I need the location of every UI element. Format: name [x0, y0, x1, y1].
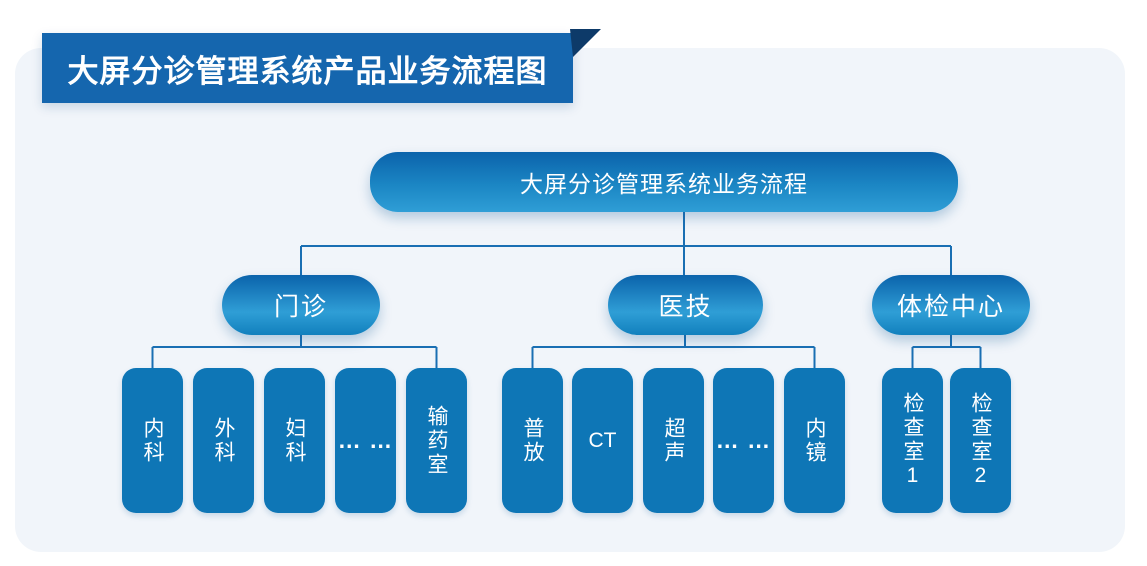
banner-fold-ribbon	[570, 29, 601, 57]
branch-node-checkup-center: 体检中心	[872, 275, 1030, 335]
leaf-node: 检查室2	[950, 368, 1011, 513]
branch-node-label: 体检中心	[896, 293, 1005, 321]
leaf-node-label: 普放	[521, 416, 544, 465]
leaf-node-label: 检查室1	[901, 391, 924, 490]
leaf-node-ellipsis: … …	[713, 368, 774, 513]
leaf-node-label: 外科	[212, 416, 235, 465]
branch-node-outpatient: 门诊	[222, 275, 380, 335]
leaf-node-label: … …	[715, 427, 772, 453]
leaf-node: 普放	[502, 368, 563, 513]
root-node: 大屏分诊管理系统业务流程	[370, 152, 958, 212]
leaf-node-label: CT	[588, 428, 617, 452]
leaf-node: 检查室1	[882, 368, 943, 513]
leaf-node: 内镜	[784, 368, 845, 513]
page-title: 大屏分诊管理系统产品业务流程图	[67, 53, 548, 89]
leaf-node-ellipsis: … …	[335, 368, 396, 513]
leaf-node: 内科	[122, 368, 183, 513]
title-banner: 大屏分诊管理系统产品业务流程图	[42, 33, 573, 103]
leaf-node: 外科	[193, 368, 254, 513]
leaf-node-label: … …	[337, 427, 394, 453]
leaf-node-label: 输药室	[425, 404, 448, 477]
root-node-label: 大屏分诊管理系统业务流程	[520, 171, 808, 197]
leaf-node-label: 内科	[141, 416, 164, 465]
leaf-node-label: 超声	[662, 416, 685, 465]
leaf-node-label: 内镜	[803, 416, 826, 465]
leaf-node: 妇科	[264, 368, 325, 513]
branch-node-medtech: 医技	[608, 275, 763, 335]
leaf-node-label: 妇科	[283, 416, 306, 465]
leaf-node: CT	[572, 368, 633, 513]
branch-node-label: 门诊	[273, 293, 328, 321]
leaf-node-label: 检查室2	[969, 391, 992, 490]
leaf-node: 输药室	[406, 368, 467, 513]
branch-node-label: 医技	[658, 293, 713, 321]
leaf-node: 超声	[643, 368, 704, 513]
